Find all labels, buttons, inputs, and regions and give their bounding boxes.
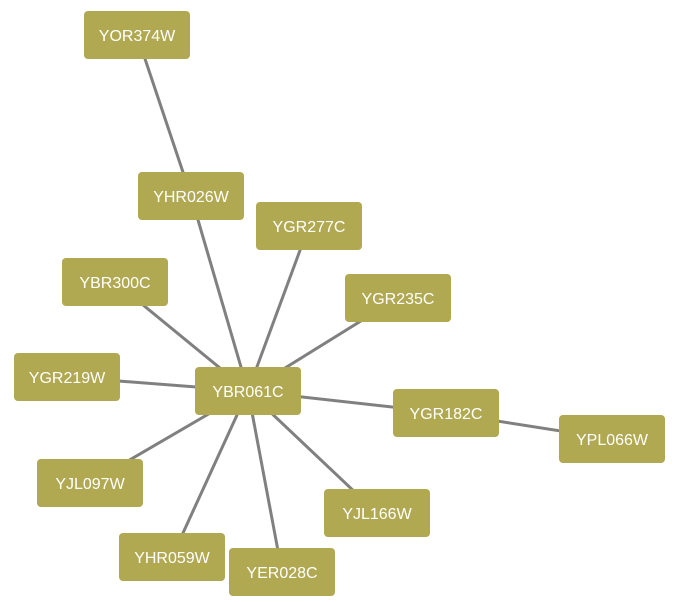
node-box[interactable] bbox=[559, 415, 665, 463]
node-box[interactable] bbox=[84, 11, 190, 59]
node-label: YJL166W bbox=[342, 506, 412, 523]
node-box[interactable] bbox=[119, 533, 225, 581]
node-label: YGR235C bbox=[362, 291, 435, 308]
node-box[interactable] bbox=[393, 389, 499, 437]
node-box[interactable] bbox=[62, 258, 168, 306]
node-box[interactable] bbox=[14, 353, 120, 401]
node-label: YJL097W bbox=[55, 476, 125, 493]
node-ybr300c[interactable]: YBR300C bbox=[62, 258, 168, 306]
node-label: YGR277C bbox=[273, 219, 346, 236]
node-ygr219w[interactable]: YGR219W bbox=[14, 353, 120, 401]
node-ypl066w[interactable]: YPL066W bbox=[559, 415, 665, 463]
node-label: YBR061C bbox=[212, 384, 283, 401]
node-yjl097w[interactable]: YJL097W bbox=[37, 459, 143, 507]
node-ygr235c[interactable]: YGR235C bbox=[345, 274, 451, 322]
node-yhr026w[interactable]: YHR026W bbox=[138, 172, 244, 220]
node-label: YHR059W bbox=[134, 550, 210, 567]
node-yer028c[interactable]: YER028C bbox=[229, 548, 335, 596]
edge-yer028c-ybr061c bbox=[246, 390, 284, 573]
node-ybr061c[interactable]: YBR061C bbox=[195, 367, 301, 415]
node-yor374w[interactable]: YOR374W bbox=[84, 11, 190, 59]
node-ygr277c[interactable]: YGR277C bbox=[256, 202, 362, 250]
node-box[interactable] bbox=[37, 459, 143, 507]
node-yhr059w[interactable]: YHR059W bbox=[119, 533, 225, 581]
node-box[interactable] bbox=[324, 489, 430, 537]
node-box[interactable] bbox=[138, 172, 244, 220]
node-label: YBR300C bbox=[79, 275, 150, 292]
node-label: YGR182C bbox=[410, 406, 483, 423]
node-box[interactable] bbox=[229, 548, 335, 596]
node-label: YGR219W bbox=[29, 370, 106, 387]
node-yjl166w[interactable]: YJL166W bbox=[324, 489, 430, 537]
node-label: YOR374W bbox=[99, 28, 176, 45]
node-label: YER028C bbox=[246, 565, 317, 582]
edge-yor374w-yhr026w bbox=[135, 34, 193, 197]
node-box[interactable] bbox=[195, 367, 301, 415]
node-layer: YOR374W YHR026W YGR277C YBR300C YGR235C YGR21… bbox=[14, 11, 665, 596]
edge-yhr059w-ybr061c bbox=[170, 390, 250, 558]
node-box[interactable] bbox=[256, 202, 362, 250]
edge-ygr277c-ybr061c bbox=[246, 225, 311, 392]
node-ygr182c[interactable]: YGR182C bbox=[393, 389, 499, 437]
node-label: YHR026W bbox=[153, 189, 229, 206]
edge-yhr026w-ybr061c bbox=[189, 195, 250, 392]
node-label: YPL066W bbox=[576, 432, 649, 449]
node-box[interactable] bbox=[345, 274, 451, 322]
